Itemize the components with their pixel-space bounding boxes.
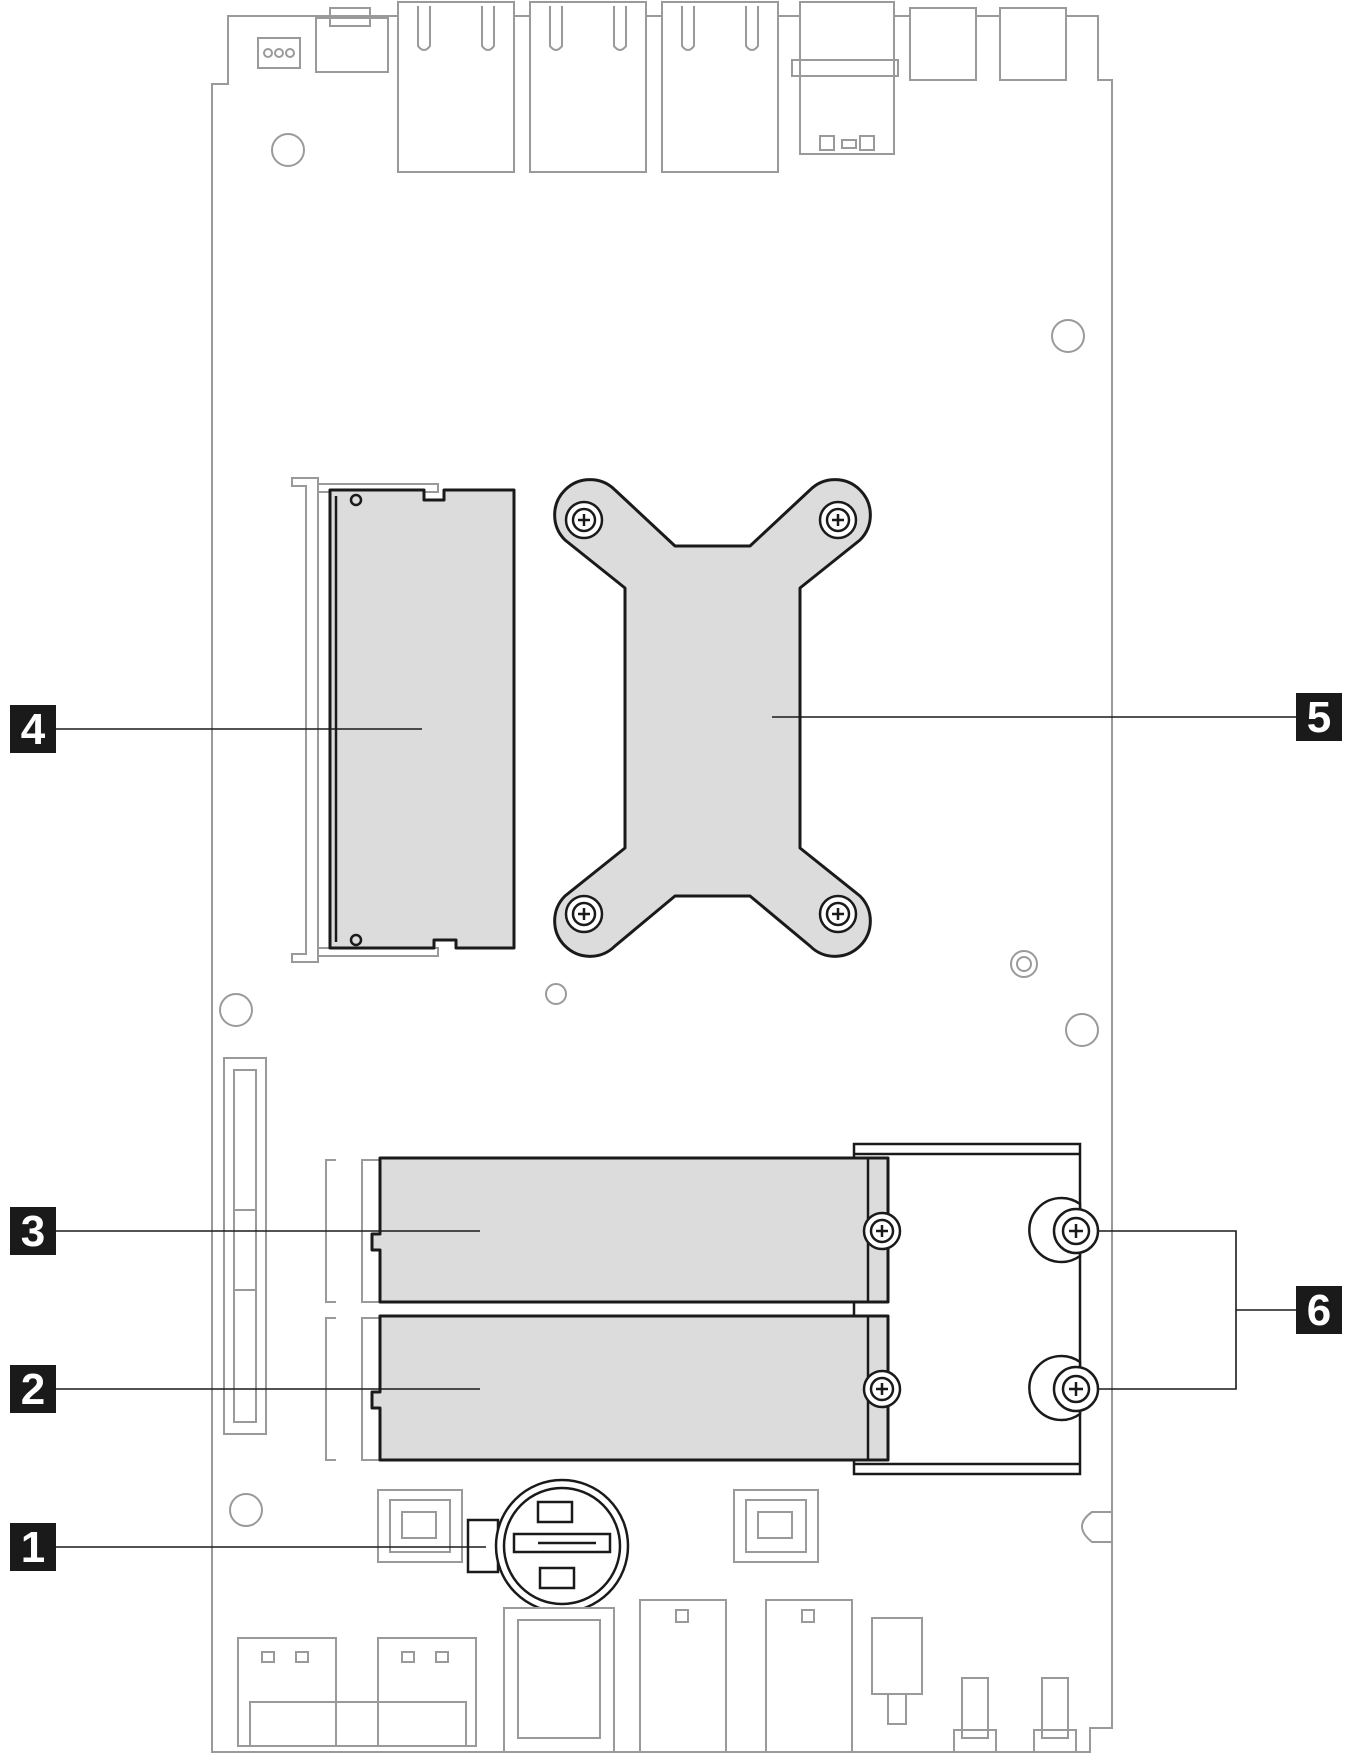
mounting-hole <box>545 983 567 1005</box>
screw-icon <box>1052 1365 1100 1413</box>
screw-icon <box>862 1369 902 1409</box>
led-indicator <box>1041 1677 1069 1739</box>
svg-text:4: 4 <box>21 705 46 754</box>
svg-text:1: 1 <box>21 1523 45 1572</box>
usb-a-port <box>765 1599 853 1753</box>
audio-jack <box>871 1617 923 1695</box>
leader-lines <box>54 716 1296 1548</box>
m2-retainer-bracket <box>852 1142 1082 1476</box>
callout-5: 5 <box>1296 693 1342 742</box>
callout-3: 3 <box>10 1207 56 1256</box>
mounting-hole <box>1051 319 1085 353</box>
front-io-connectors <box>237 1599 1077 1753</box>
board-notch <box>1081 1511 1112 1543</box>
rear-io-connectors <box>257 1 1067 173</box>
usb-port-stack <box>791 1 899 155</box>
m2-drive-upper <box>370 1156 890 1304</box>
processor-heat-sink-bracket <box>553 478 872 958</box>
memory-module <box>291 477 516 963</box>
usb-c-port <box>503 1607 615 1753</box>
m2-drive-lower <box>370 1314 890 1462</box>
display-port-2 <box>999 7 1067 81</box>
display-port-1 <box>909 7 977 81</box>
mounting-hole <box>271 133 305 167</box>
coin-cell-battery <box>466 1478 630 1614</box>
screw-icon <box>862 1211 902 1251</box>
screw-icon <box>1052 1207 1100 1255</box>
ethernet-port-1 <box>397 1 515 173</box>
svg-text:6: 6 <box>1307 1286 1331 1335</box>
internal-header-left <box>377 1489 463 1563</box>
sata-power-connector <box>237 1637 337 1747</box>
svg-text:2: 2 <box>21 1365 45 1414</box>
internal-header-right <box>733 1489 819 1563</box>
screw-icon <box>818 894 858 934</box>
screw-icon <box>564 500 604 540</box>
screw-icon <box>818 500 858 540</box>
callout-1: 1 <box>10 1523 56 1572</box>
sata-power-connector <box>377 1637 477 1747</box>
usb-a-port <box>639 1599 727 1753</box>
svg-text:5: 5 <box>1307 693 1331 742</box>
mounting-hole <box>219 993 253 1027</box>
leader-line-6 <box>1098 1230 1296 1390</box>
callout-2: 2 <box>10 1365 56 1414</box>
mounting-holes <box>219 133 1112 1543</box>
memory-slot <box>291 477 319 963</box>
callout-6: 6 <box>1296 1286 1342 1335</box>
ethernet-port-2 <box>529 1 647 173</box>
mounting-hole <box>1010 950 1038 978</box>
led-indicator <box>961 1677 989 1739</box>
mounting-hole <box>229 1493 263 1527</box>
ethernet-port-3 <box>661 1 779 173</box>
expansion-slot <box>223 1057 267 1435</box>
m2-retainer-screws <box>1052 1207 1100 1413</box>
svg-text:3: 3 <box>21 1207 45 1256</box>
callout-4: 4 <box>10 705 56 754</box>
mounting-hole <box>1065 1013 1099 1047</box>
screw-icon <box>564 894 604 934</box>
